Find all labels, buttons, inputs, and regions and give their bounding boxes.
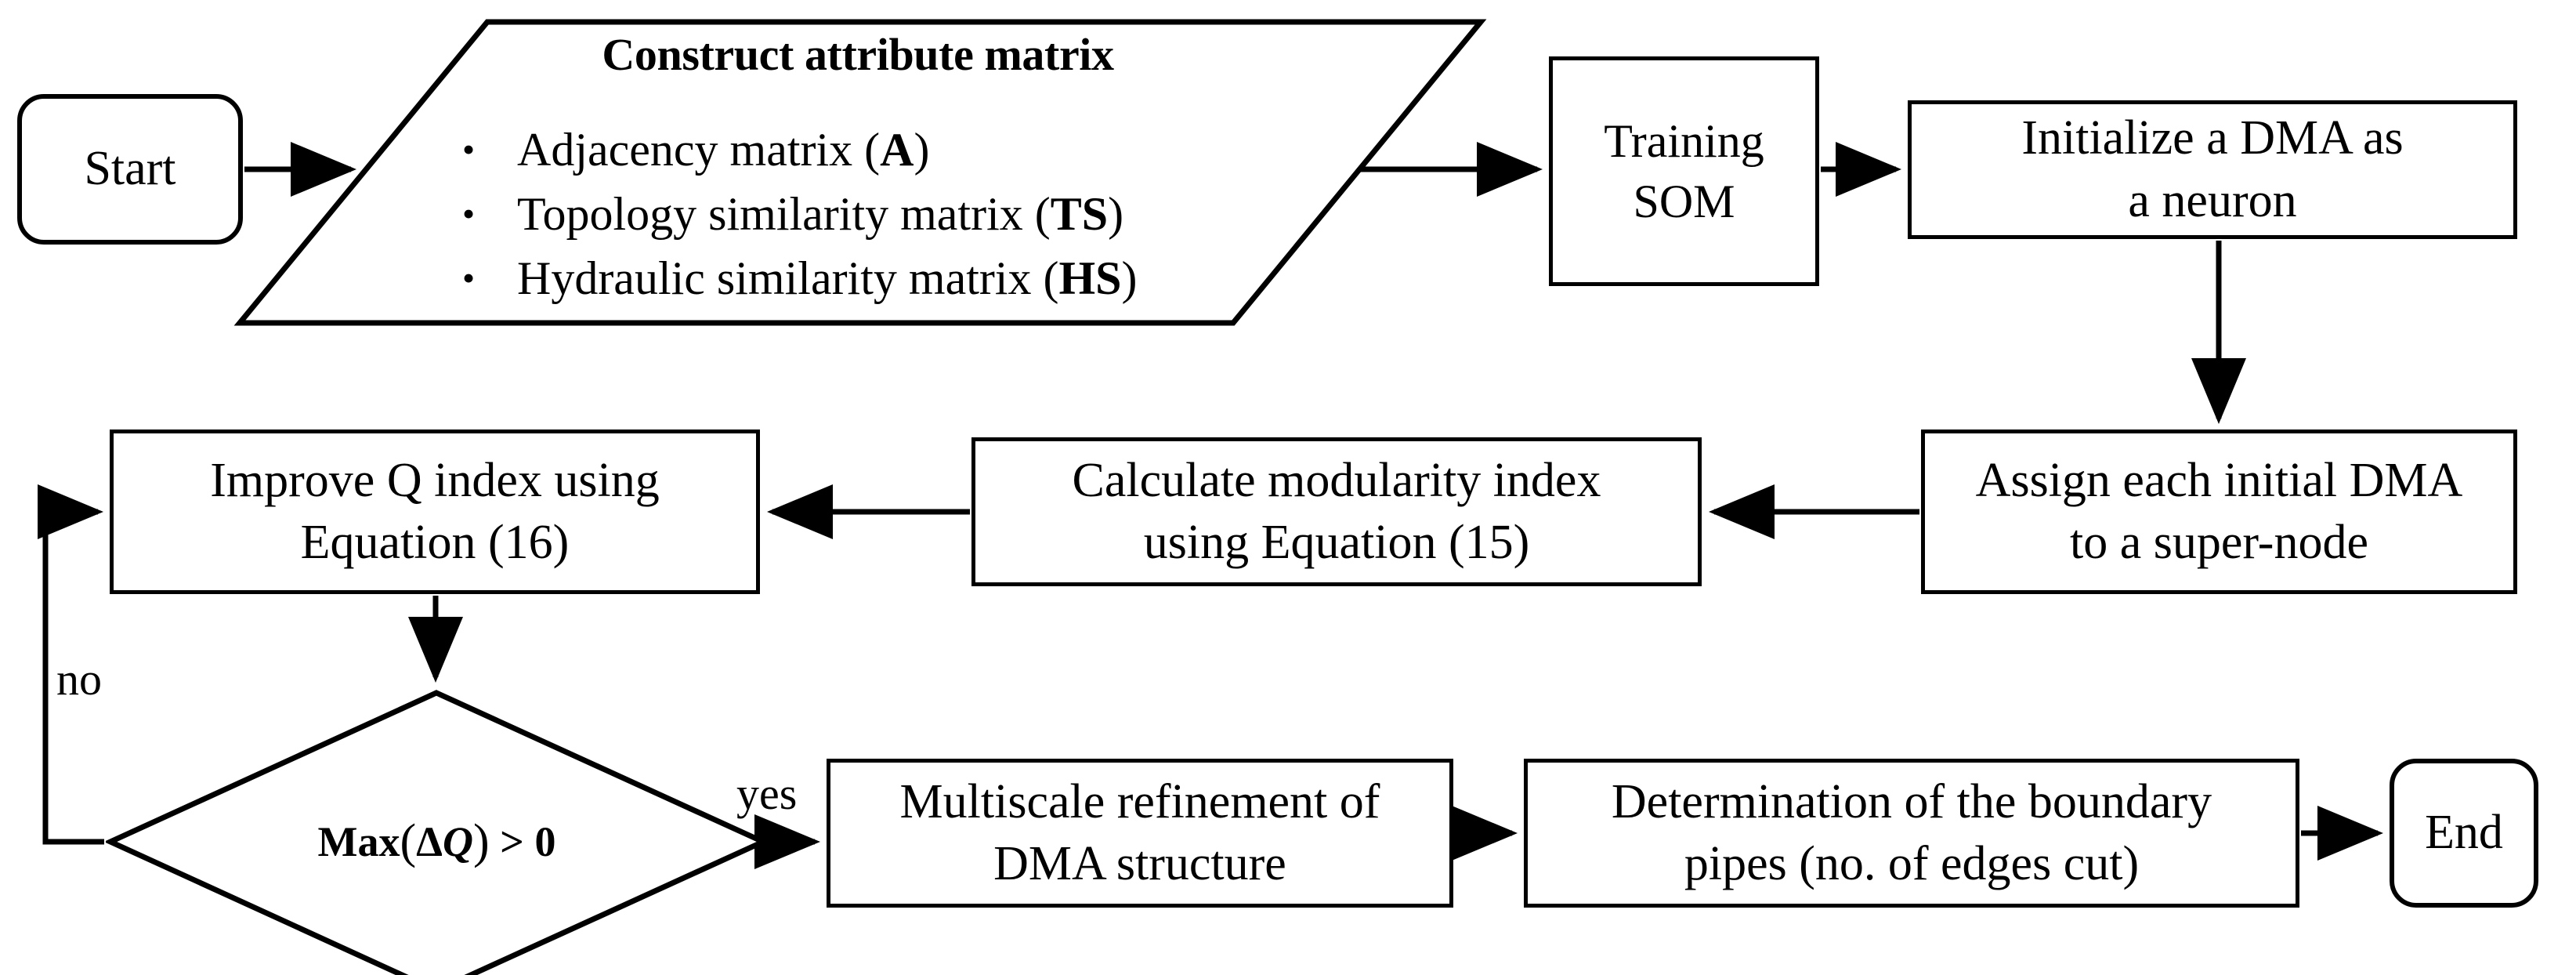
training-som-line-2: SOM	[1633, 175, 1735, 227]
list-item: Topology similarity matrix (TS)	[456, 182, 1138, 246]
bullet-suffix: )	[914, 124, 930, 176]
bullet-symbol: HS	[1058, 252, 1122, 304]
calculate-modularity-line-2: using Equation (15)	[1143, 516, 1530, 569]
calculate-modularity-line-1: Calculate modularity index	[1072, 453, 1601, 507]
attribute-matrix-bullet-list: Adjacency matrix (A) Topology similarity…	[456, 118, 1138, 310]
improve-q-line-1: Improve Q index using	[210, 453, 660, 507]
parallelogram-content: Construct attribute matrix Adjacency mat…	[227, 16, 1489, 329]
multiscale-line-1: Multiscale refinement of	[899, 774, 1380, 828]
start-label: Start	[84, 142, 176, 196]
decision-variable: Q	[443, 818, 474, 865]
list-item: Adjacency matrix (A)	[456, 118, 1138, 182]
assign-dma-line-2: to a super-node	[2070, 516, 2368, 569]
list-item: Hydraulic similarity matrix (HS)	[456, 246, 1138, 310]
bullet-text: Adjacency matrix (	[517, 124, 881, 176]
bullet-symbol: A	[880, 124, 914, 176]
attribute-matrix-title: Construct attribute matrix	[602, 29, 1114, 80]
edge-label-no: no	[56, 654, 102, 705]
multiscale-line-2: DMA structure	[993, 837, 1286, 890]
training-som-process[interactable]: Training SOM	[1549, 56, 1819, 286]
decision-close-paren: )	[473, 814, 490, 868]
decision-comparison: > 0	[500, 818, 556, 865]
construct-attribute-matrix-parallelogram[interactable]: Construct attribute matrix Adjacency mat…	[227, 16, 1489, 329]
determination-line-1: Determination of the boundary	[1611, 774, 2212, 828]
assign-dma-line-1: Assign each initial DMA	[1975, 453, 2463, 507]
bullet-text: Topology similarity matrix (	[517, 188, 1051, 240]
start-terminator[interactable]: Start	[17, 94, 243, 245]
training-som-line-1: Training	[1604, 114, 1764, 167]
bullet-suffix: )	[1108, 188, 1124, 240]
initialize-dma-line-1: Initialize a DMA as	[2021, 111, 2404, 165]
bullet-suffix: )	[1121, 252, 1138, 304]
improve-q-line-2: Equation (16)	[300, 516, 570, 569]
end-terminator[interactable]: End	[2390, 759, 2538, 908]
bullet-symbol: TS	[1050, 188, 1109, 240]
edge-label-yes: yes	[736, 768, 798, 819]
assign-dma-process[interactable]: Assign each initial DMA to a super-node	[1921, 430, 2517, 594]
decision-open-paren: (	[400, 814, 417, 868]
determination-line-2: pipes (no. of edges cut)	[1684, 837, 2140, 890]
determination-boundary-pipes-process[interactable]: Determination of the boundary pipes (no.…	[1524, 759, 2299, 908]
multiscale-refinement-process[interactable]: Multiscale refinement of DMA structure	[827, 759, 1453, 908]
improve-q-index-process[interactable]: Improve Q index using Equation (16)	[110, 430, 760, 594]
diamond-outline	[106, 690, 768, 975]
decision-delta: Δ	[416, 818, 443, 865]
bullet-text: Hydraulic similarity matrix (	[517, 252, 1059, 304]
initialize-dma-line-2: a neuron	[2128, 173, 2297, 227]
decision-prefix: Max	[317, 818, 400, 865]
calculate-modularity-process[interactable]: Calculate modularity index using Equatio…	[971, 437, 1702, 586]
initialize-dma-process[interactable]: Initialize a DMA as a neuron	[1908, 100, 2517, 239]
end-label: End	[2425, 806, 2503, 860]
